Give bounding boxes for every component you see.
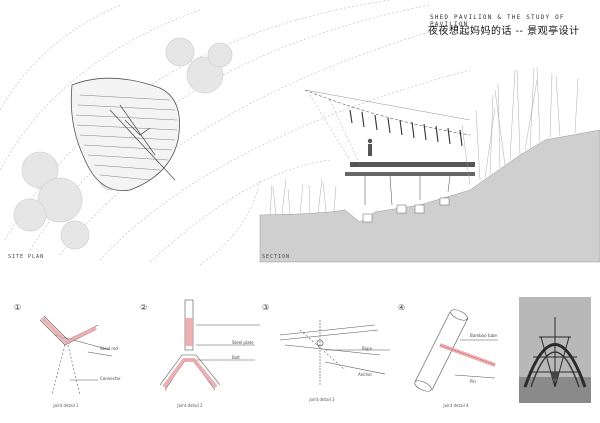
detail-1-caption: Joint detail 1 <box>53 403 79 408</box>
detail-2-annotation-a: Steel plate <box>232 340 254 345</box>
detail-1-annotation-a: Steel rod <box>100 346 118 351</box>
detail-3-caption: Joint detail 3 <box>309 397 335 402</box>
detail-4-annotation-a: Bamboo tube <box>470 333 497 338</box>
detail-4-caption: Joint detail 4 <box>443 403 469 408</box>
detail-4-annotation-b: Pin <box>470 379 476 384</box>
detail-2-caption: Joint detail 2 <box>177 403 203 408</box>
title-chinese: 夜夜想起妈妈的话 -- 景观亭设计 <box>428 26 580 37</box>
section-label: SECTION <box>262 254 291 260</box>
detail-2-number: ② <box>140 303 148 312</box>
detail-1-number: ① <box>14 303 22 312</box>
detail-2-annotation-b: Bolt <box>232 355 240 360</box>
detail-1-annotation-b: Connector <box>100 376 121 381</box>
detail-3-annotation-a: Rope <box>362 346 373 351</box>
site-plan-label: SITE PLAN <box>8 254 45 260</box>
pavilion-roof-plan <box>70 77 180 192</box>
pavilion-photo <box>519 297 591 403</box>
detail-3-number: ③ <box>262 303 270 312</box>
terrain-section <box>259 129 600 263</box>
title-english: SHED PAVILION & THE STUDY OF PAVILION <box>430 14 565 28</box>
detail-3-annotation-b: Anchor <box>358 372 373 377</box>
detail-4-number: ④ <box>398 303 406 312</box>
